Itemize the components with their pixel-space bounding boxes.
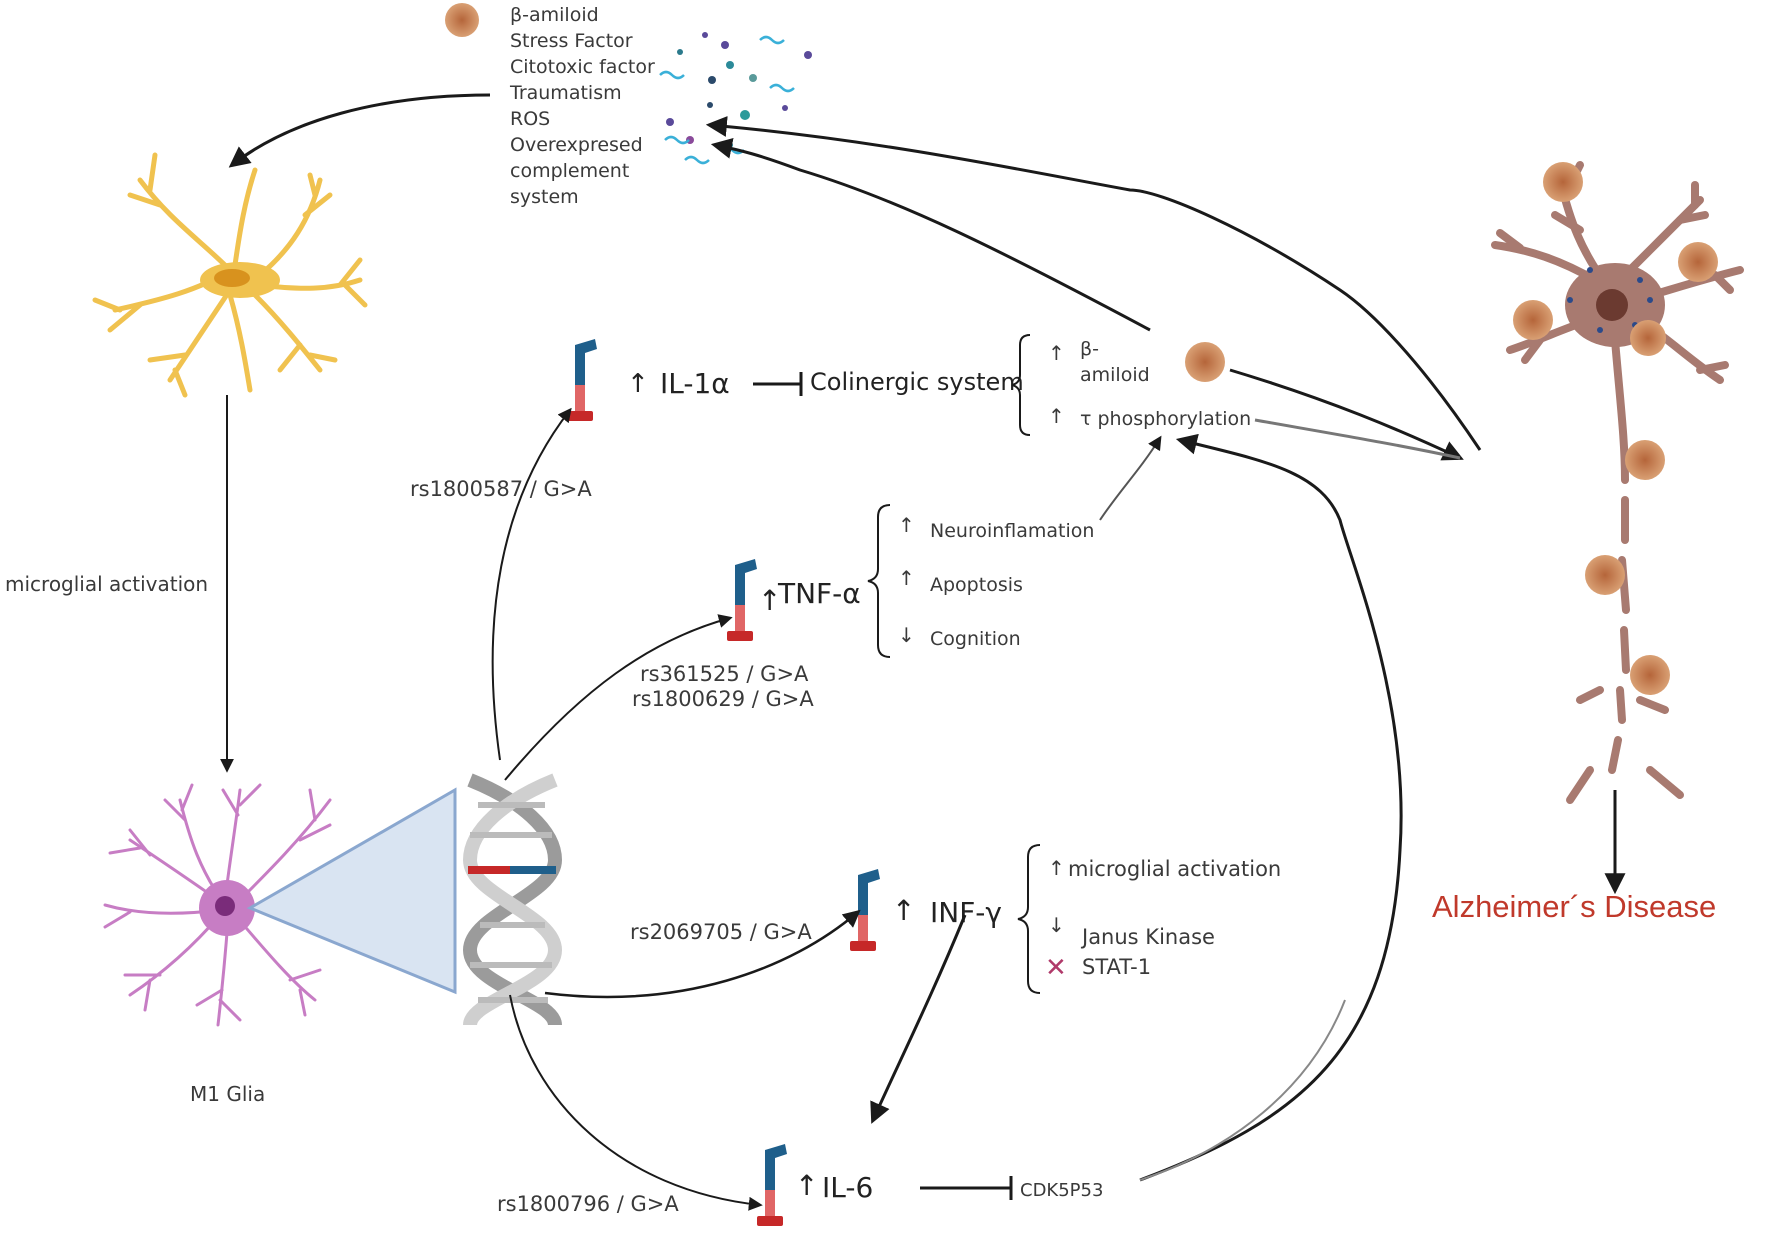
up-arrow-icon: ↑ [795, 1169, 818, 1202]
infg-receptor-icon [850, 869, 880, 951]
arrow-cdk5p53-to-tau [1139, 433, 1403, 1182]
effect-amiloid: amiloid [1080, 364, 1150, 386]
arrow-amyloid-to-neuron [1229, 368, 1464, 461]
up-arrow-icon: ↑ [758, 584, 781, 617]
up-arrow-icon: ↑ [898, 513, 915, 537]
snp-il6: rs1800796 / G>A [497, 1192, 679, 1216]
arrow-dna-to-il6 [509, 994, 763, 1211]
effect-cognition: Cognition [930, 628, 1021, 650]
amyloid-plaque-icon [1185, 342, 1225, 382]
m1-glia-nucleus [215, 896, 235, 916]
effect-janus-kinase: Janus Kinase [1080, 925, 1215, 949]
alzheimers-disease-label: Alzheimer´s Disease [1432, 889, 1716, 924]
tnfa-receptor-icon [727, 559, 757, 641]
arrow-dna-to-infg [544, 909, 861, 999]
effect-neuroinflamation: Neuroinflamation [930, 520, 1094, 542]
arrow-infg-to-il6 [870, 914, 967, 1124]
arrow-stressor-to-astrocyte [228, 93, 491, 168]
tnfa-label: TNF-α [777, 577, 861, 610]
up-arrow-icon: ↑ [1048, 404, 1065, 428]
arrow-tau-to-stressors [710, 137, 1151, 332]
arrow-neuron-to-stressors [705, 116, 1482, 451]
amyloid-plaque-icon [445, 3, 479, 37]
cross-icon: ✕ [1045, 953, 1067, 983]
effect-microglial-activation: microglial activation [1068, 857, 1281, 881]
snp-tnfa-2: rs1800629 / G>A [632, 687, 814, 711]
stressor-icon [445, 3, 812, 165]
brace [1017, 844, 1041, 994]
down-arrow-icon: ↓ [1048, 913, 1065, 937]
stressor-list: β-amiloid Stress Factor Citotoxic factor… [509, 4, 655, 208]
stressor-item: Traumatism [509, 82, 622, 104]
stressor-item: Citotoxic factor [510, 56, 655, 78]
effect-apoptosis: Apoptosis [930, 574, 1023, 596]
down-arrow-icon: ↓ [898, 623, 915, 647]
amyloid-plaque-icon [1513, 162, 1718, 695]
m1-glia-label: M1 Glia [190, 1082, 265, 1106]
astrocyte-icon [92, 152, 368, 398]
up-arrow-icon: ↑ [1048, 341, 1065, 365]
arrow-dna-to-tnfa [504, 614, 733, 781]
arrow-dna-to-il1a [491, 407, 572, 761]
astrocyte-nucleus [214, 269, 250, 287]
effect-stat1: STAT-1 [1082, 955, 1151, 979]
il6-label: IL-6 [822, 1171, 873, 1204]
il1a-receptor-icon [567, 339, 597, 421]
up-arrow-icon: ↑ [1048, 856, 1065, 880]
arrow-neuroinflamation-to-tau [1099, 435, 1162, 521]
brace [867, 504, 891, 658]
snp-infg: rs2069705 / G>A [630, 920, 812, 944]
stressor-item: β-amiloid [510, 4, 599, 26]
effect-beta: β- [1080, 338, 1099, 360]
up-arrow-icon: ↑ [892, 894, 915, 927]
infg-label: INF-γ [930, 896, 1002, 929]
zoom-triangle [246, 787, 457, 995]
up-arrow-icon: ↑ [898, 566, 915, 590]
effect-tau: τ phosphorylation [1080, 408, 1251, 430]
il1a-label: IL-1α [660, 367, 730, 400]
up-arrow-icon: ↑ [627, 369, 649, 399]
stressor-item: Overexpresed [510, 134, 643, 156]
stressor-item: system [510, 186, 579, 208]
colinergic-label: Colinergic system [810, 368, 1024, 396]
stressor-item: ROS [510, 108, 550, 130]
dna-helix-icon [462, 773, 563, 1027]
stressor-item: complement [510, 160, 629, 182]
stressor-item: Stress Factor [510, 30, 633, 52]
cdk5p53-label: CDK5P53 [1020, 1180, 1103, 1201]
snp-tnfa-1: rs361525 / G>A [640, 662, 809, 686]
microglial-activation-label: microglial activation [5, 572, 208, 596]
brace [1011, 334, 1031, 436]
snp-il1a: rs1800587 / G>A [410, 477, 592, 501]
il6-receptor-icon [757, 1144, 787, 1226]
neuron-nucleus [1596, 289, 1628, 321]
